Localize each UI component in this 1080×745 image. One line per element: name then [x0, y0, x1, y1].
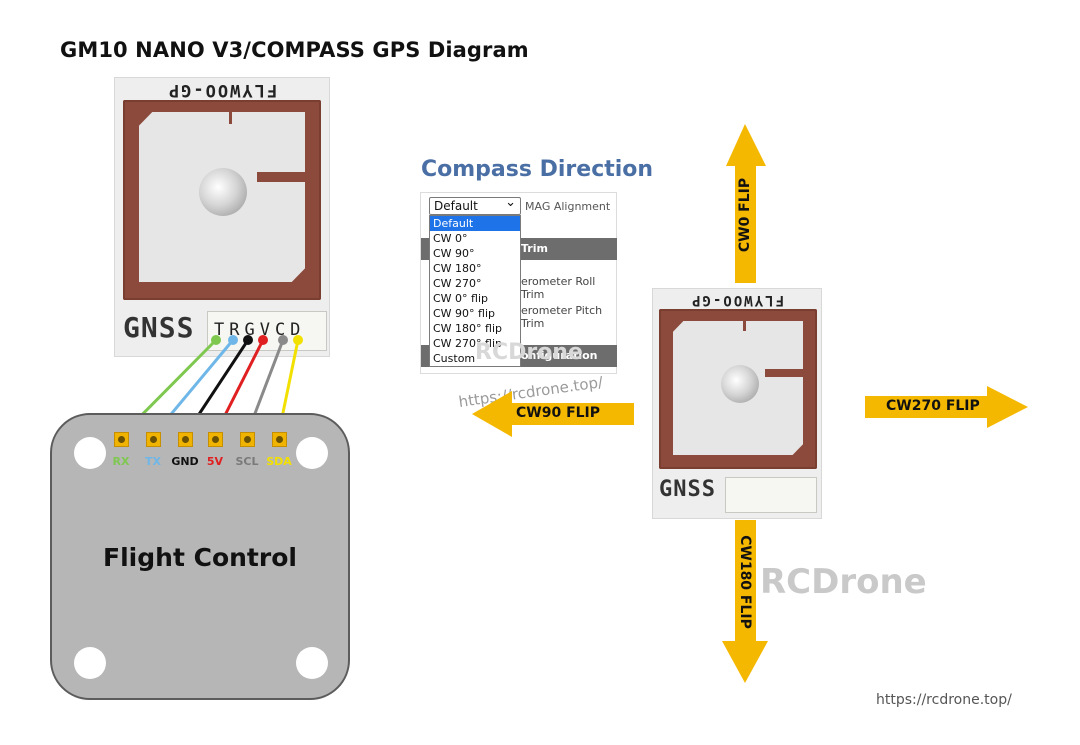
- arrow-down: [722, 520, 768, 683]
- chevron-down-icon: ⌄: [505, 195, 516, 210]
- gps-reference-gnss-label: GNSS: [659, 477, 716, 502]
- watermark-small: RCDrone: [475, 340, 583, 365]
- fc-pad-tx: [146, 432, 161, 447]
- gps-feed-point: [199, 168, 247, 216]
- fc-pad-label-5v: 5V: [206, 455, 224, 468]
- fc-pad-label-gnd: GND: [171, 455, 199, 468]
- mag-alignment-select-value: Default: [434, 199, 478, 213]
- gps-pin-letters: TRGVCD: [214, 320, 306, 340]
- arrow-right: [865, 386, 1028, 428]
- arrow-left: [472, 391, 634, 437]
- watermark-big: RCDrone: [760, 562, 927, 602]
- option-cw270[interactable]: CW 270°: [433, 277, 482, 290]
- gps-ceramic-patch: [139, 112, 305, 282]
- mount-hole: [296, 437, 328, 469]
- mount-hole: [296, 647, 328, 679]
- fc-pad-scl: [240, 432, 255, 447]
- option-cw270-flip[interactable]: CW 270° flip: [433, 337, 503, 350]
- option-cw180-flip[interactable]: CW 180° flip: [433, 322, 503, 335]
- arrow-right-label: CW270 FLIP: [886, 398, 980, 414]
- arrow-down-label: CW180 FLIP: [737, 535, 753, 629]
- mag-alignment-label: MAG Alignment: [525, 200, 611, 213]
- gps-reference-brand-label: FLYWOO-GP: [690, 292, 784, 308]
- section-configuration-label: onfiguration: [521, 349, 598, 362]
- flight-control-title: Flight Control: [103, 543, 297, 572]
- option-cw90[interactable]: CW 90°: [433, 247, 475, 260]
- option-default[interactable]: Default: [430, 216, 520, 231]
- fc-pad-label-rx: RX: [112, 455, 130, 468]
- gps-antenna: [123, 100, 321, 300]
- gps-reference-patch: [673, 321, 803, 455]
- arrow-left-label: CW90 FLIP: [516, 405, 601, 421]
- gps-module: FLYWOO-GP GNSS TRGVCD: [114, 77, 330, 357]
- option-cw0[interactable]: CW 0°: [433, 232, 468, 245]
- fc-pad-label-tx: TX: [145, 455, 161, 468]
- fc-pad-rx: [114, 432, 129, 447]
- section-trim-label: Trim: [521, 242, 548, 255]
- fc-pad-sda: [272, 432, 287, 447]
- arrow-up-label: CW0 FLIP: [737, 177, 753, 253]
- option-custom[interactable]: Custom: [433, 352, 476, 365]
- page-title: GM10 NANO V3/COMPASS GPS Diagram: [60, 38, 529, 62]
- mount-hole: [74, 647, 106, 679]
- gps-reference-feed-point: [721, 365, 759, 403]
- arrow-up: [726, 124, 766, 283]
- compass-settings-panel: Default ⌄ MAG Alignment Trim erometer Ro…: [420, 192, 617, 374]
- gps-reference-connector: [725, 477, 817, 513]
- flight-control-board: RX TX GND 5V SCL SDA Flight Control: [50, 413, 350, 700]
- gps-reference-antenna: [659, 309, 817, 469]
- accelerometer-pitch-trim-label: erometer Pitch Trim: [521, 304, 603, 330]
- option-cw180[interactable]: CW 180°: [433, 262, 482, 275]
- mag-alignment-select[interactable]: Default ⌄: [429, 195, 521, 215]
- fc-pad-gnd: [178, 432, 193, 447]
- accelerometer-roll-trim-label: erometer Roll Trim: [521, 275, 596, 301]
- fc-pad-label-sda: SDA: [266, 455, 292, 468]
- gnss-label: GNSS: [123, 311, 195, 344]
- mount-hole: [74, 437, 106, 469]
- fc-pad-label-scl: SCL: [235, 455, 259, 468]
- mag-alignment-options-list[interactable]: Default CW 0° CW 90° CW 180° CW 270° CW …: [429, 215, 521, 367]
- gps-module-reference: FLYWOO-GP GNSS: [652, 288, 822, 519]
- footer-url: https://rcdrone.top/: [876, 692, 1012, 708]
- gps-connector: TRGVCD: [207, 311, 327, 351]
- fc-pad-5v: [208, 432, 223, 447]
- option-cw0-flip[interactable]: CW 0° flip: [433, 292, 489, 305]
- compass-direction-title: Compass Direction: [421, 157, 654, 182]
- option-cw90-flip[interactable]: CW 90° flip: [433, 307, 496, 320]
